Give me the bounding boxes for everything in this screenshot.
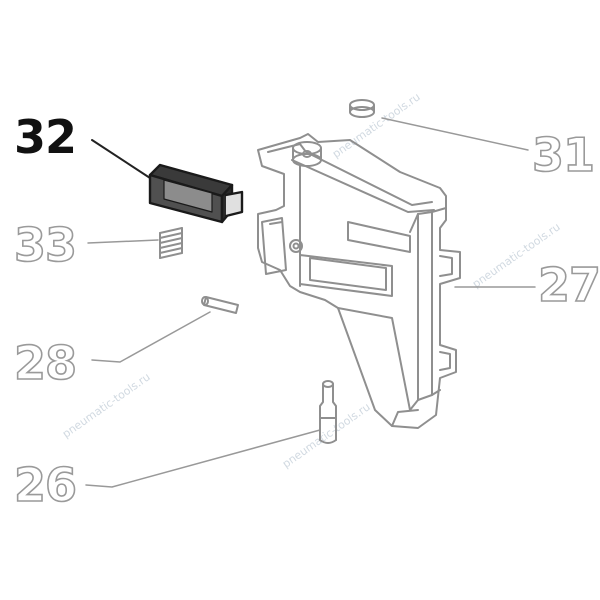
part-27-bracket <box>257 133 461 429</box>
part-33-spring <box>159 227 183 259</box>
part-31-ring <box>349 99 375 118</box>
callout-26: 26 <box>13 458 78 512</box>
leader-line-33 <box>87 239 159 244</box>
leader-line-28 <box>91 311 211 363</box>
callout-32: 32 <box>14 110 77 164</box>
callout-33: 33 <box>13 218 78 272</box>
part-28-pin <box>201 296 239 314</box>
leader-line-32 <box>91 139 151 179</box>
leader-line-26 <box>85 429 321 488</box>
part-26-pin <box>319 380 337 444</box>
callout-27: 27 <box>537 258 600 312</box>
callout-31: 31 <box>531 128 596 182</box>
leader-line-31 <box>381 117 529 151</box>
callout-28: 28 <box>13 336 78 390</box>
part-32-block <box>148 163 244 224</box>
